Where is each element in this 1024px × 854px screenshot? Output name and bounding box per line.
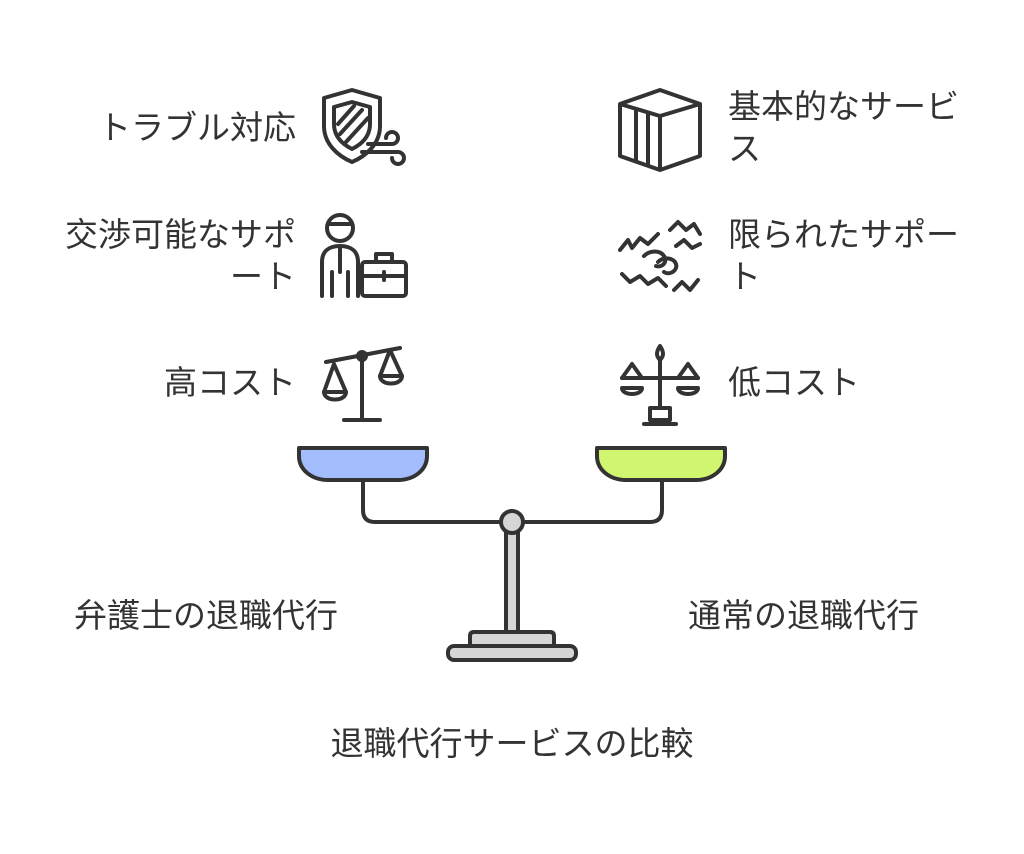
diagram-title: 退職代行サービスの比較: [330, 724, 694, 763]
right-pan: [595, 446, 727, 482]
feature-label-basic-service: 基本的なサービス: [728, 87, 959, 168]
feature-label-high-cost: 高コスト: [164, 363, 296, 402]
tilted-scale-icon: [322, 346, 404, 422]
balance-pivot: [499, 509, 525, 535]
balance-base: [446, 644, 578, 662]
businessman-briefcase-icon: [320, 213, 408, 298]
box-icon: [618, 88, 702, 172]
handshake-icon: [618, 220, 702, 292]
feature-label-low-cost: 低コスト: [728, 363, 860, 402]
balance-base-top: [468, 630, 556, 648]
balanced-scale-icon: [620, 344, 700, 426]
feature-label-limited-support: 限られたサポート: [728, 215, 959, 296]
left-pan: [297, 446, 429, 482]
shield-wind-icon: [322, 88, 406, 166]
option-label-normal: 通常の退職代行: [688, 596, 919, 635]
balance-pillar: [504, 528, 520, 636]
feature-label-negotiable-support: 交渉可能なサポート: [65, 215, 296, 296]
option-label-lawyer: 弁護士の退職代行: [74, 596, 338, 635]
feature-label-trouble-handling: トラブル対応: [98, 108, 296, 147]
